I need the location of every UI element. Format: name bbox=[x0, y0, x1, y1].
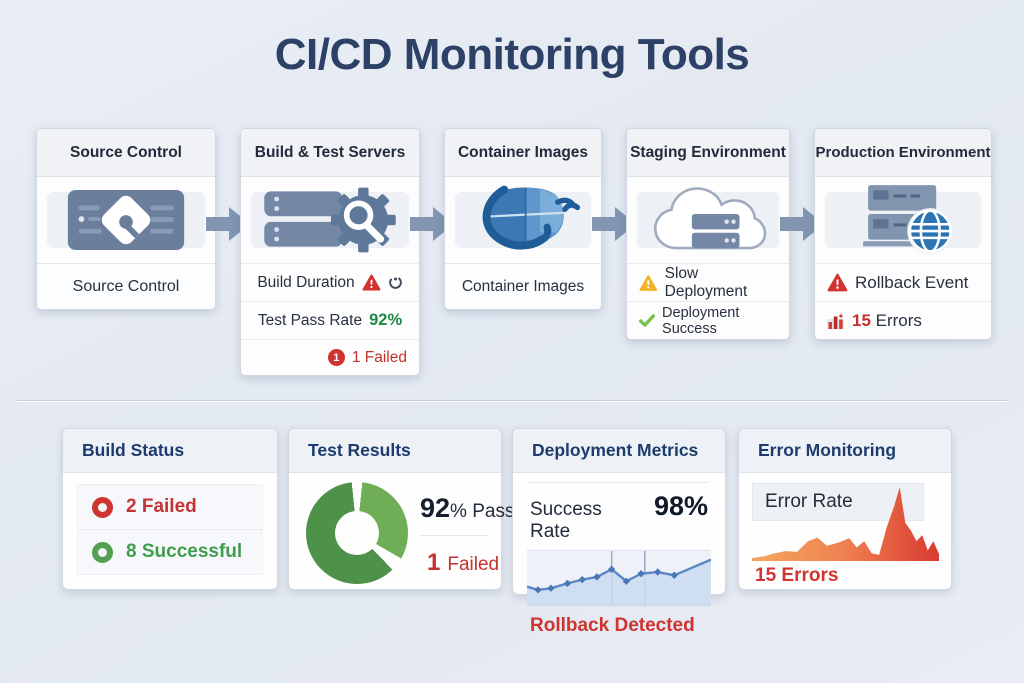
stage-icon-area bbox=[627, 177, 789, 263]
check-icon bbox=[639, 314, 656, 327]
stage-header: Production Environment bbox=[815, 129, 991, 177]
failed-count-badge: 1 bbox=[327, 349, 345, 366]
error-bars-icon bbox=[827, 313, 844, 329]
build-failed-row: 2 Failed bbox=[78, 485, 262, 529]
stage-icon-area bbox=[37, 177, 215, 263]
success-rate-stat: Success Rate 98% bbox=[513, 483, 725, 550]
flow-arrow-icon bbox=[780, 207, 824, 241]
status-row-deployment-success: Deployment Success bbox=[627, 301, 789, 339]
gear-icon bbox=[330, 187, 396, 253]
success-rate-value: 98% bbox=[653, 491, 708, 521]
flow-arrow-icon bbox=[410, 207, 454, 241]
stage-card-source-control: Source Control Source Control bbox=[36, 128, 216, 310]
stat-divider bbox=[420, 535, 488, 536]
label-strip bbox=[752, 483, 924, 521]
status-label: Slow Deployment bbox=[664, 264, 748, 300]
card-header: Test Results bbox=[289, 429, 501, 473]
stage-card-build-test-servers: Build & Test Servers bbox=[240, 128, 420, 376]
stage-header: Staging Environment bbox=[627, 129, 789, 177]
metric-row-failed: 1 1 Failed bbox=[241, 339, 419, 375]
failed-value: 1 bbox=[427, 549, 441, 576]
test-results-donut-chart bbox=[306, 482, 408, 584]
stage-footer-label: Source Control bbox=[37, 263, 215, 309]
error-monitoring-body: Error Rate 15 Errors bbox=[739, 473, 951, 589]
warning-triangle-yellow-icon bbox=[639, 274, 658, 291]
build-successful-row: 8 Successful bbox=[78, 529, 262, 574]
dashboard-card-error-monitoring: Error Monitoring Error Rate 15 Errors bbox=[738, 428, 952, 590]
dashboard-card-deployment-metrics: Deployment Metrics Success Rate 98% Roll… bbox=[512, 428, 726, 636]
card-header: Build Status bbox=[63, 429, 277, 473]
stage-card-staging-environment: Staging Environment Slow Deployment bbox=[626, 128, 790, 340]
card-header: Error Monitoring bbox=[739, 429, 951, 473]
build-failed-label: 2 Failed bbox=[126, 496, 197, 517]
timer-icon bbox=[388, 276, 402, 289]
dashboard-card-build-status: Build Status 2 Failed 8 Successful bbox=[62, 428, 278, 590]
error-count-status: 15 Errors bbox=[755, 565, 839, 586]
git-repository-icon bbox=[67, 189, 185, 251]
success-ring-icon bbox=[92, 541, 113, 563]
stage-card-production-environment: Production Environment bbox=[814, 128, 992, 340]
build-servers-gear-icon bbox=[264, 187, 396, 253]
stage-icon-area bbox=[815, 177, 991, 263]
magnifier-icon bbox=[343, 200, 385, 243]
status-row-slow-deployment: Slow Deployment bbox=[627, 263, 789, 301]
container-whale-icon bbox=[482, 185, 581, 250]
stage-icon-area bbox=[445, 177, 601, 263]
globe-icon bbox=[907, 208, 954, 255]
build-status-panel: 2 Failed 8 Successful bbox=[77, 484, 263, 575]
status-label: Rollback Event bbox=[855, 272, 969, 292]
alert-triangle-red-icon bbox=[827, 273, 848, 292]
passed-value: 92 bbox=[420, 493, 451, 523]
metric-row-test-pass-rate: Test Pass Rate 92% bbox=[241, 301, 419, 339]
status-row-errors: 15 Errors bbox=[815, 301, 991, 339]
stage-header: Source Control bbox=[37, 129, 215, 177]
failed-ring-icon bbox=[92, 496, 113, 518]
alert-triangle-red-icon bbox=[362, 274, 381, 291]
metric-label: Test Pass Rate bbox=[257, 311, 363, 329]
stage-footer-label: Container Images bbox=[445, 263, 601, 309]
stage-icon-area bbox=[241, 177, 419, 263]
metric-label: Build Duration bbox=[257, 273, 355, 291]
card-header: Deployment Metrics bbox=[513, 429, 725, 473]
metric-row-build-duration: Build Duration bbox=[241, 263, 419, 301]
stage-card-container-images: Container Images Container Images bbox=[444, 128, 602, 310]
metric-value: 92% bbox=[369, 311, 403, 329]
server-globe-icon bbox=[863, 185, 954, 255]
flow-arrow-icon bbox=[592, 207, 636, 241]
section-divider bbox=[17, 400, 1007, 401]
cloud-servers-icon bbox=[653, 187, 767, 250]
metric-label: 1 Failed bbox=[351, 348, 407, 366]
status-label: Deployment Success bbox=[662, 304, 740, 337]
page-title: CI/CD Monitoring Tools bbox=[274, 30, 750, 79]
error-count-value: 15 bbox=[852, 310, 871, 330]
error-trend-chart bbox=[752, 485, 939, 561]
deployment-trend-chart bbox=[526, 550, 712, 606]
error-rate-label: Error Rate bbox=[765, 491, 853, 512]
success-rate-label: Success Rate bbox=[530, 499, 602, 542]
stage-header: Build & Test Servers bbox=[241, 129, 419, 177]
build-successful-label: 8 Successful bbox=[126, 541, 243, 562]
rollback-status: Rollback Detected bbox=[530, 615, 695, 636]
status-row-rollback-event: Rollback Event bbox=[815, 263, 991, 301]
failed-stat: 1 Failed bbox=[427, 549, 499, 577]
error-count-label: Errors bbox=[870, 310, 922, 330]
faint-divider bbox=[529, 482, 709, 483]
stage-header: Container Images bbox=[445, 129, 601, 177]
failed-label: Failed bbox=[447, 554, 500, 575]
flow-arrow-icon bbox=[206, 207, 250, 241]
